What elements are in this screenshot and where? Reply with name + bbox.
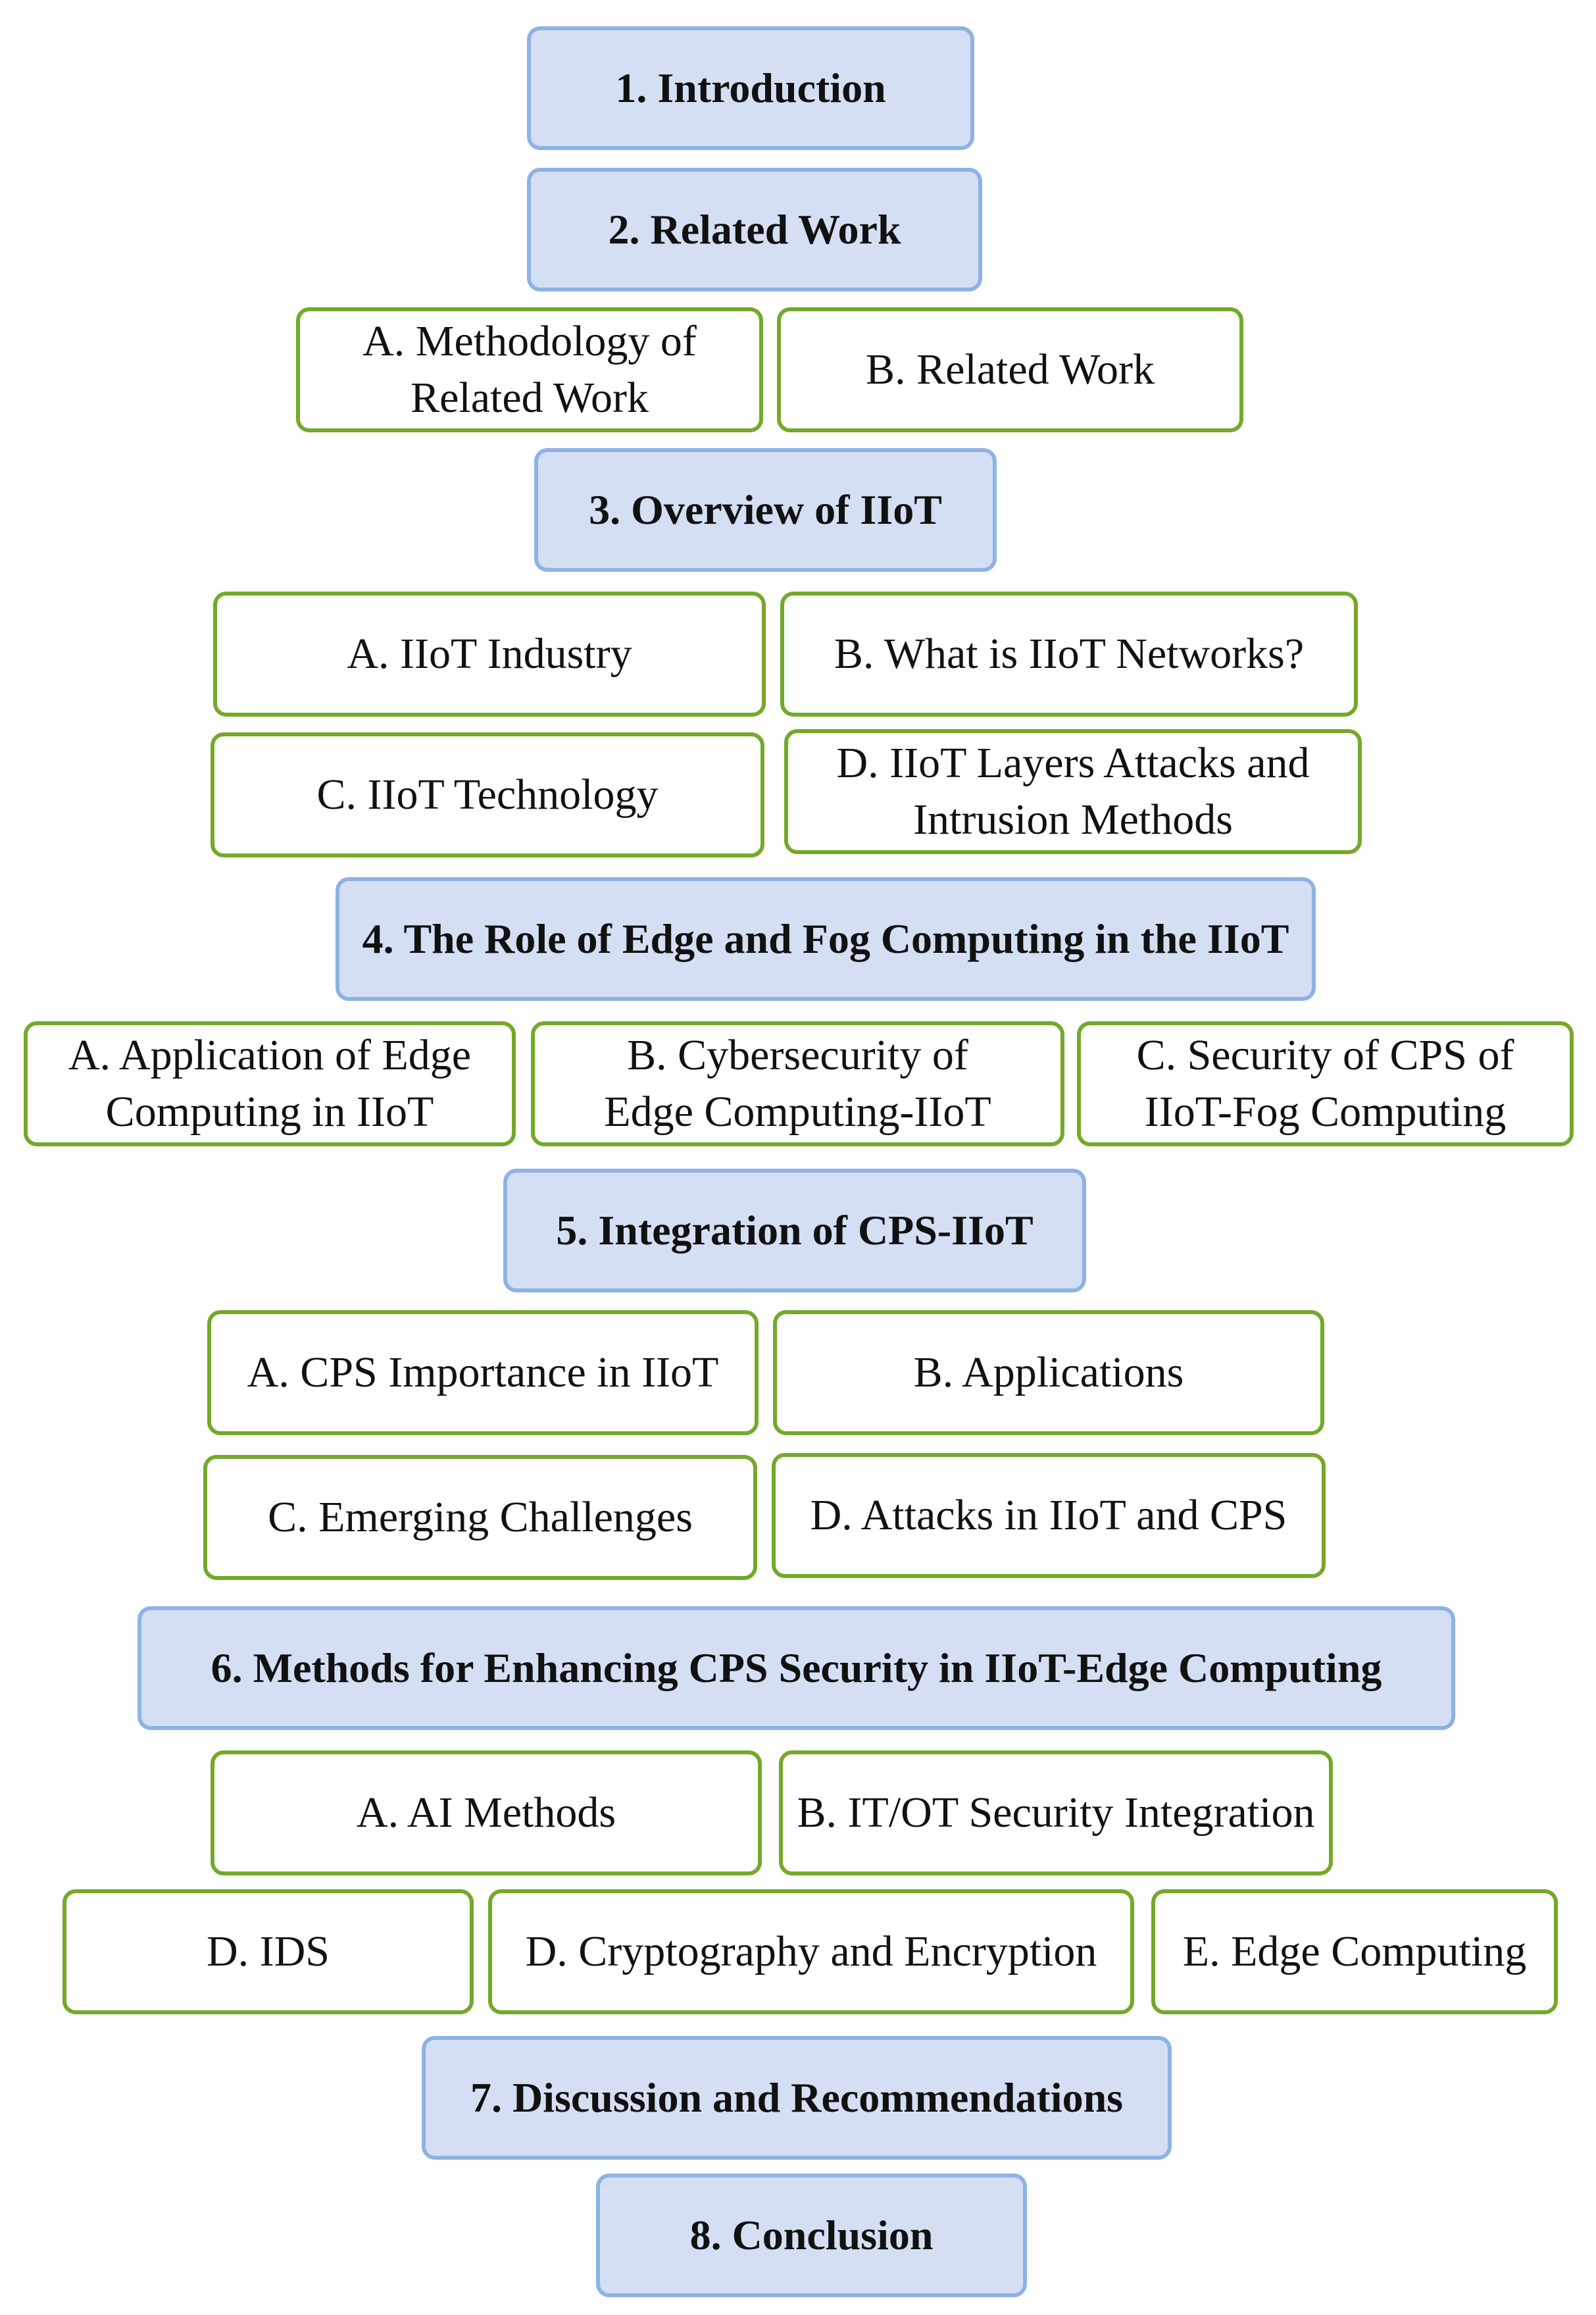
section-introduction: 1. Introduction bbox=[527, 26, 974, 150]
section-methods-enhancing-cps-security: 6. Methods for Enhancing CPS Security in… bbox=[137, 1606, 1455, 1730]
subsection-cybersecurity-of-edge-computing: B. Cybersecurity of Edge Computing-IIoT bbox=[531, 1021, 1064, 1146]
subsection-application-of-edge-computing: A. Application of Edge Computing in IIoT bbox=[24, 1021, 516, 1146]
section-integration-of-cps-iiot: 5. Integration of CPS-IIoT bbox=[503, 1169, 1086, 1292]
subsection-ids: D. IDS bbox=[62, 1889, 474, 2014]
subsection-security-of-cps-fog: C. Security of CPS of IIoT-Fog Computing bbox=[1077, 1021, 1574, 1146]
subsection-cryptography-and-encryption: D. Cryptography and Encryption bbox=[488, 1889, 1134, 2014]
section-discussion-and-recommendations: 7. Discussion and Recommendations bbox=[422, 2036, 1172, 2160]
subsection-attacks-in-iiot-and-cps: D. Attacks in IIoT and CPS bbox=[772, 1453, 1326, 1578]
section-related-work: 2. Related Work bbox=[527, 168, 982, 292]
subsection-applications: B. Applications bbox=[773, 1310, 1324, 1435]
section-overview-of-iiot: 3. Overview of IIoT bbox=[534, 448, 997, 572]
subsection-ai-methods: A. AI Methods bbox=[211, 1750, 762, 1875]
subsection-related-work: B. Related Work bbox=[777, 307, 1243, 432]
subsection-emerging-challenges: C. Emerging Challenges bbox=[203, 1455, 757, 1580]
subsection-iiot-industry: A. IIoT Industry bbox=[213, 592, 766, 717]
subsection-methodology-of-related-work: A. Methodology of Related Work bbox=[296, 307, 763, 432]
section-edge-fog-computing: 4. The Role of Edge and Fog Computing in… bbox=[336, 877, 1316, 1001]
subsection-what-is-iiot-networks: B. What is IIoT Networks? bbox=[780, 592, 1358, 717]
subsection-edge-computing: E. Edge Computing bbox=[1151, 1889, 1558, 2014]
subsection-cps-importance: A. CPS Importance in IIoT bbox=[207, 1310, 759, 1435]
subsection-iiot-technology: C. IIoT Technology bbox=[211, 732, 764, 857]
subsection-it-ot-security-integration: B. IT/OT Security Integration bbox=[779, 1750, 1333, 1875]
subsection-iiot-layers-attacks: D. IIoT Layers Attacks and Intrusion Met… bbox=[784, 729, 1362, 854]
section-conclusion: 8. Conclusion bbox=[596, 2174, 1027, 2297]
